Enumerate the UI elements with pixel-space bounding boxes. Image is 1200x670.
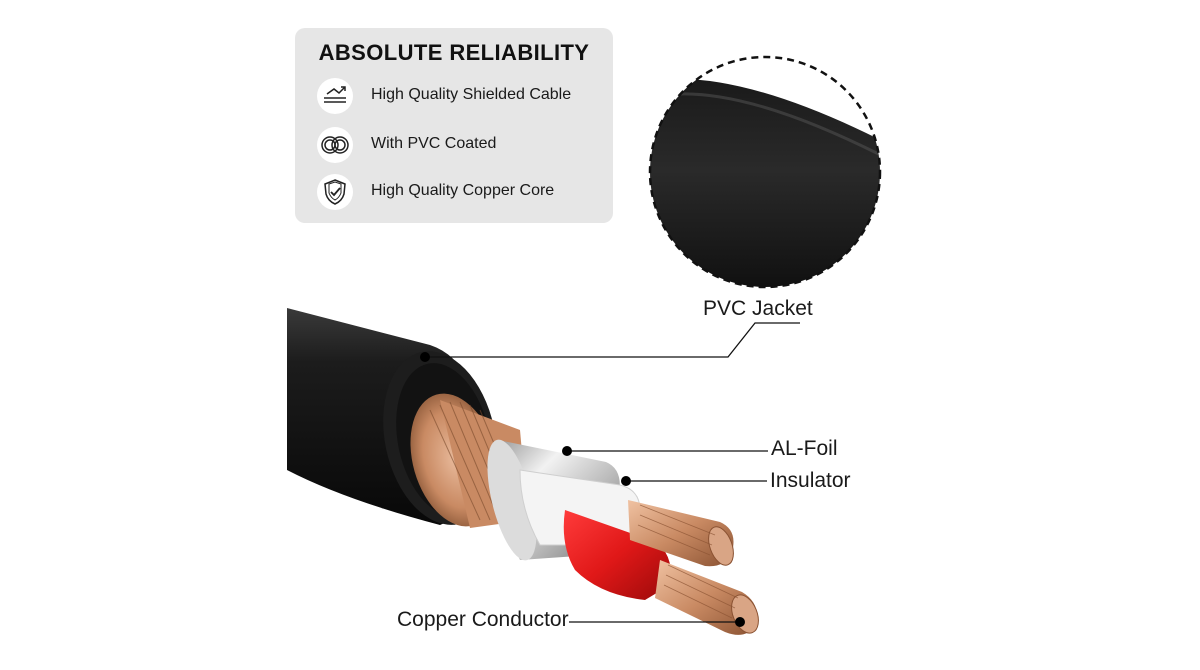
pvc-coating-icon [317, 127, 353, 163]
callout-copper-conductor: Copper Conductor [397, 608, 569, 631]
feature-label-shielded: High Quality Shielded Cable [371, 86, 572, 103]
feature-panel: ABSOLUTE RELIABILITY High Quality Shield… [295, 28, 613, 223]
red-insulator [563, 510, 671, 600]
shield-check-icon [317, 174, 353, 210]
leader-lines [425, 322, 800, 623]
feature-item-shielded: High Quality Shielded Cable [315, 76, 605, 116]
feature-label-pvc: With PVC Coated [371, 135, 497, 152]
feature-label-copper: High Quality Copper Core [371, 182, 555, 199]
leader-dots [420, 352, 745, 627]
feature-item-pvc: With PVC Coated [315, 125, 605, 165]
callout-pvc-jacket: PVC Jacket [703, 297, 813, 320]
feature-item-copper: High Quality Copper Core [315, 172, 605, 212]
callout-insulator: Insulator [770, 469, 851, 492]
lower-copper-conductor [655, 560, 759, 635]
callout-al-foil: AL-Foil [771, 437, 838, 460]
shielded-cable-icon [317, 78, 353, 114]
upper-copper-conductor [628, 500, 734, 567]
leader-pvc-jacket [425, 322, 800, 358]
feature-title: ABSOLUTE RELIABILITY [318, 40, 590, 65]
